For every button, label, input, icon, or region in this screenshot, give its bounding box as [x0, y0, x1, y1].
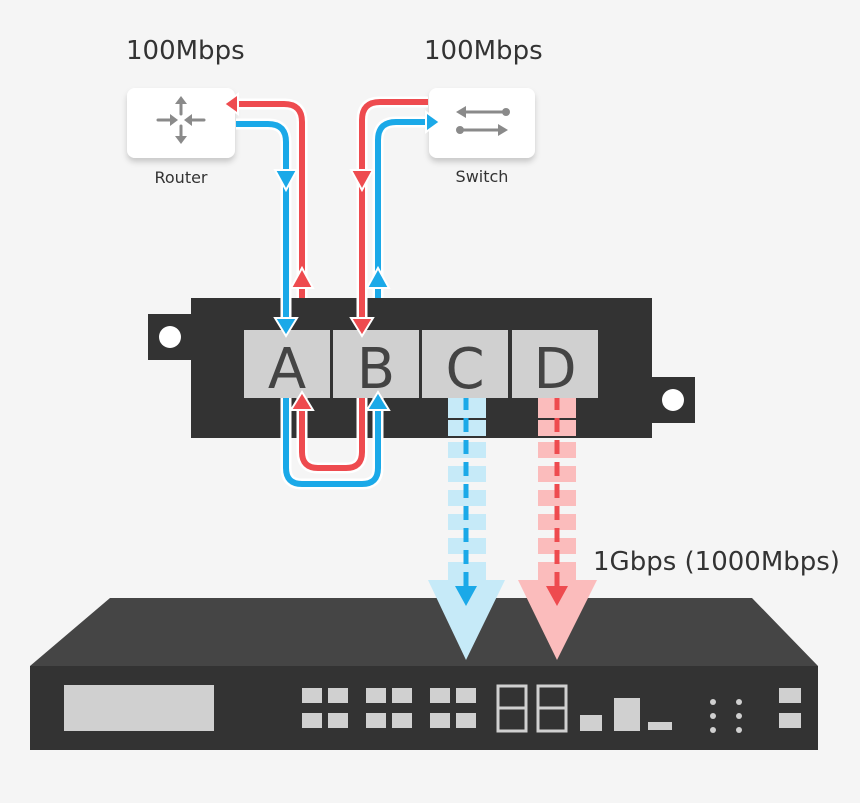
tap-ports	[244, 330, 598, 398]
switch-speed-label: 100Mbps	[424, 36, 543, 66]
appliance-display	[64, 685, 214, 731]
internal-loop	[280, 398, 384, 490]
switch-port-b-link	[356, 96, 428, 326]
network-tap	[148, 298, 695, 438]
appliance-ports	[302, 684, 801, 733]
switch-name-label: Switch	[455, 167, 509, 186]
port-a-label: A	[268, 337, 306, 402]
port-b-label: B	[357, 337, 395, 402]
port-d-mirror-flow	[518, 398, 597, 660]
router-device	[127, 88, 235, 158]
monitoring-appliance	[30, 598, 818, 750]
switch-device	[429, 88, 535, 158]
port-d-label: D	[533, 337, 576, 402]
flow-arrowheads	[222, 92, 442, 411]
switch-icon	[456, 106, 510, 136]
router-name-label: Router	[154, 168, 208, 187]
router-speed-label: 100Mbps	[126, 36, 245, 66]
port-c-mirror-flow	[428, 398, 505, 660]
router-icon	[156, 96, 206, 144]
uplink-speed-label: 1Gbps (1000Mbps)	[593, 547, 840, 577]
router-port-a-link	[236, 98, 308, 326]
port-c-label: C	[445, 337, 484, 402]
mount-hole-left	[159, 326, 181, 348]
mount-hole-right	[662, 389, 684, 411]
